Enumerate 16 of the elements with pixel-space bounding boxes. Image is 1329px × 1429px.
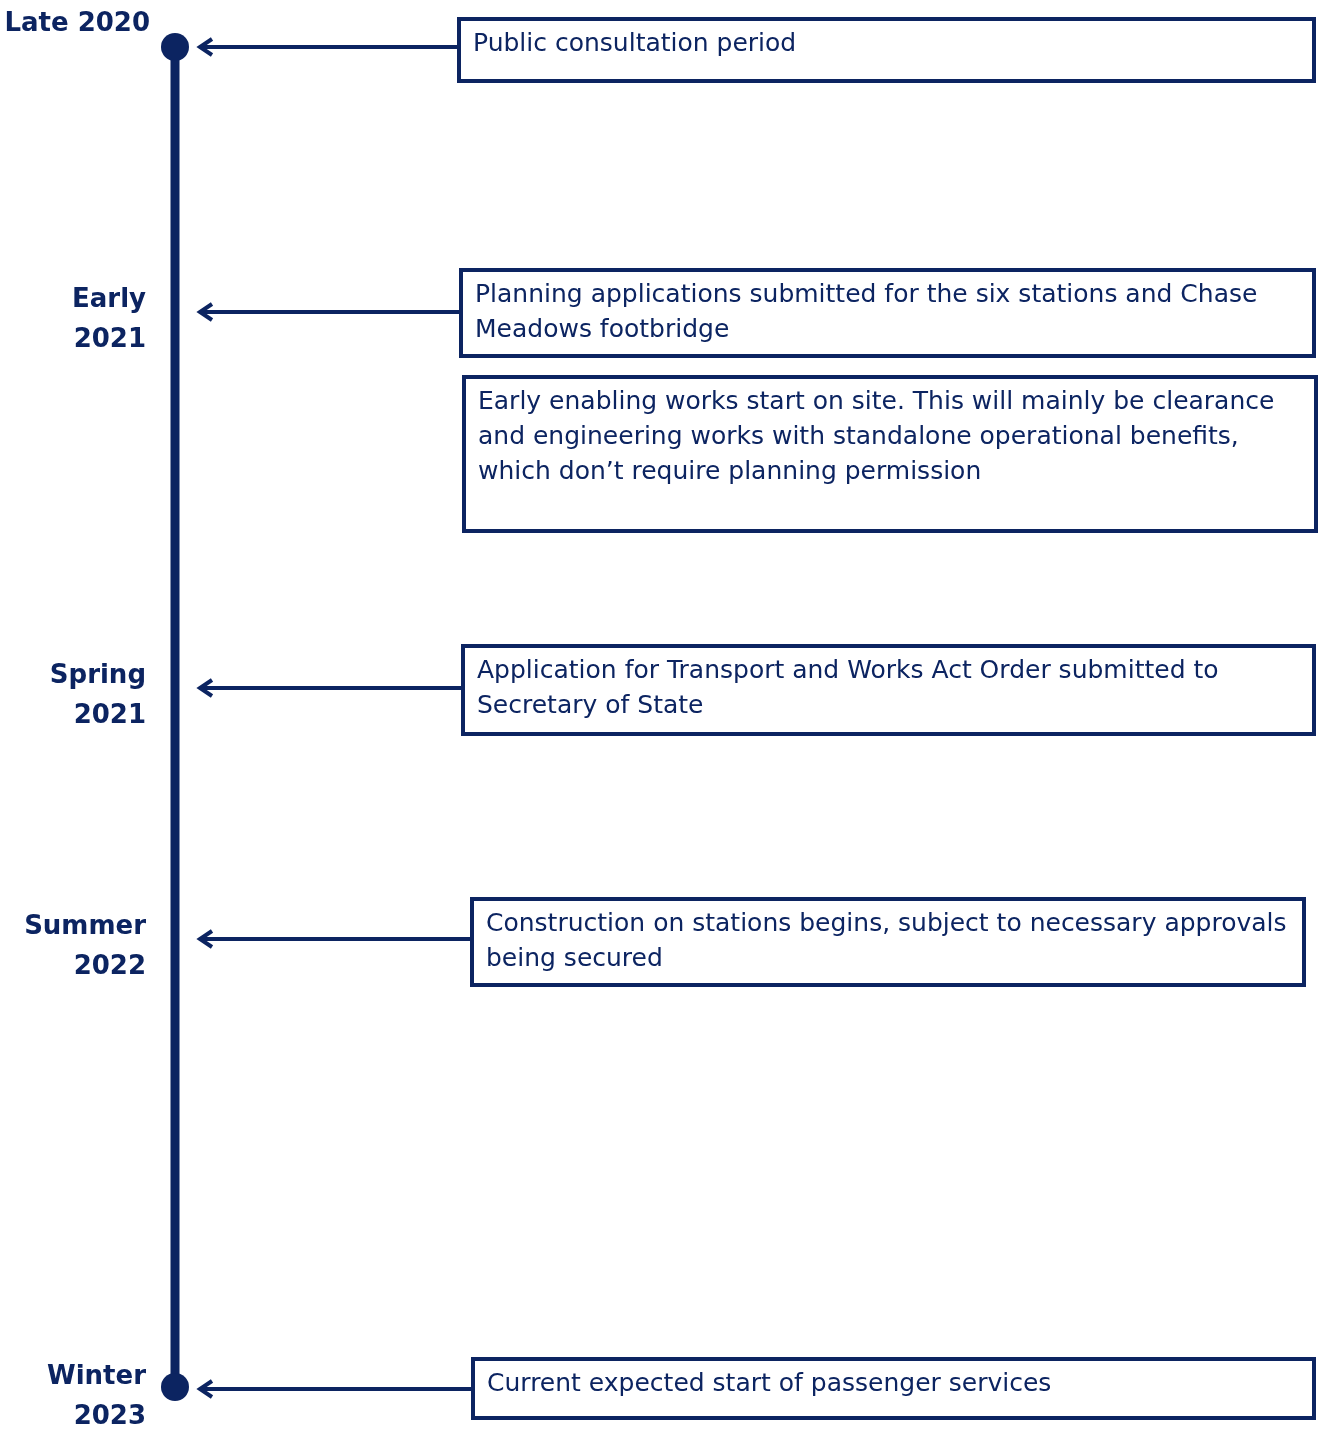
date-label: Summer 2022 (23, 909, 146, 982)
event-box: Application for Transport and Works Act Order submitted to Secretary of State (461, 644, 1316, 736)
event-box: Planning applications submitted for the six stations and Chase Meadows footbridge (459, 268, 1316, 358)
date-label: Late 2020 (3, 6, 150, 39)
event-box: Construction on stations begins, subject to necessary approvals being secured (470, 897, 1306, 987)
event-box: Current expected start of passenger services (471, 1357, 1316, 1420)
date-label: Spring 2021 (48, 658, 146, 731)
arrow (198, 37, 457, 57)
arrow (198, 678, 461, 698)
arrow (198, 1379, 471, 1399)
arrow (198, 929, 470, 949)
event-box: Early enabling works start on site. This will mainly be clearance and engineering works with standalone operational benefits, which don’t require planning permission (462, 375, 1318, 533)
date-label: Winter 2023 (46, 1359, 146, 1429)
date-label: Early 2021 (71, 282, 146, 355)
arrow (198, 302, 459, 322)
event-box: Public consultation period (457, 17, 1316, 83)
